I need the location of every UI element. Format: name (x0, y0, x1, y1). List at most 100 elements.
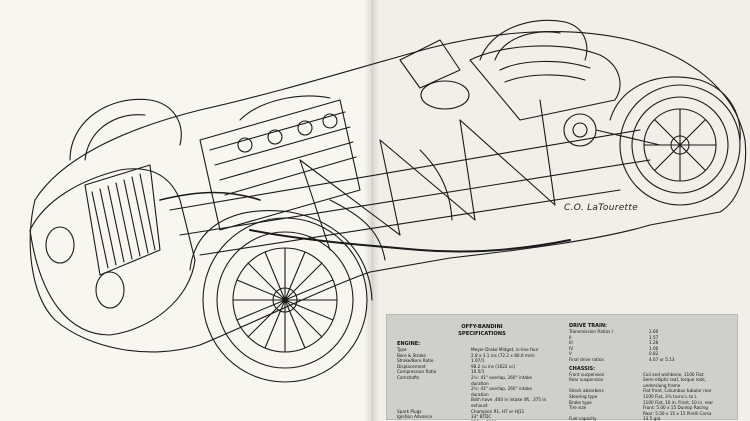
nose-contour (29, 168, 196, 336)
windscreen (399, 39, 461, 89)
spec-row: II 1.57 (569, 335, 733, 341)
spec-value: 13.5 gal. (643, 416, 662, 421)
spec-value: 1100 Fiat, 10 in. Front, 10 in. rear (643, 399, 714, 405)
spec-value: duration (471, 380, 489, 386)
spec-row: Both have .400 in intake lift, .375 in (397, 397, 567, 403)
spec-label: IV (569, 345, 574, 351)
spec-value: 2½: 41° overlap, 260° intake (471, 374, 532, 380)
spec-row: Final drive ratios 4.67 or 5.13 (569, 357, 733, 363)
artist-signature: C.O. LaTourette (564, 203, 639, 213)
spec-label: Compression Ratio (397, 369, 437, 375)
page-gutter (364, 0, 380, 421)
spec-row: duration (397, 392, 567, 398)
front-wheel (202, 217, 368, 383)
spec-label: Shock absorbers (569, 388, 604, 394)
spec-label: Approx. bhp @ rpm (397, 420, 471, 421)
spec-value: Semi-elliptic leaf, torque rods, (643, 377, 707, 383)
spec-value: Fiat front, Columbus tubular rear (643, 388, 712, 394)
spec-value: 2½: 41° overlap, 260° intake (471, 386, 532, 392)
spec-value: 2.60 (649, 329, 659, 334)
spec-label: Bore & Stroke (397, 352, 426, 358)
engine-block (199, 95, 361, 231)
spec-value: Meyer-Drake Midget, in-line four (471, 347, 539, 352)
left-page (0, 0, 372, 421)
spec-label: Displacement (397, 363, 426, 369)
spec-value: 2.8 x 3.1 ins (72.2 x 80.0 mm) (471, 352, 535, 358)
specifications-panel: OFFY-BANDINI SPECIFICATIONS ENGINE: Type… (386, 314, 738, 421)
spec-label: Spark Plugs (397, 408, 422, 414)
spec-value: 98.2 cu ins (1622 cc) (471, 363, 516, 369)
spec-label: Steering type (569, 393, 598, 399)
spec-value: 1.00 (649, 345, 659, 351)
spec-row: Approx. bhp @ rpm115 @ 7000 (397, 420, 567, 421)
cockpit (420, 45, 621, 121)
spec-row: Front suspension Coil and wishbone, 1100 … (569, 372, 733, 378)
spec-value: 0.82 (649, 351, 659, 357)
spec-value: 33° BTDC (471, 414, 492, 420)
spec-value: duration (471, 391, 489, 397)
spec-label: Final drive ratios (569, 356, 604, 362)
spec-label: Brake type (569, 399, 592, 405)
spec-row: Brake type 1100 Fiat, 10 in. Front, 10 in… (569, 400, 733, 406)
spec-row: Bore & Stroke 2.8 x 3.1 ins (72.2 x 80.0 … (397, 353, 567, 359)
rear-fender (609, 76, 741, 141)
far-rear-wheel (479, 19, 588, 61)
far-front-wheel (69, 98, 182, 161)
spec-value: 115 @ 7000 (471, 420, 567, 421)
spec-row: Steering type 1100 Fiat, 2¾ turns L to L (569, 394, 733, 400)
drive-train-heading: DRIVE TRAIN: (569, 323, 608, 329)
spec-value: underslung frame (643, 382, 681, 388)
headlight-right (95, 271, 125, 309)
spec-value: 4.67 or 5.13 (649, 356, 675, 362)
spec-row: underslung frame (569, 383, 733, 389)
spec-label: Tire size (569, 405, 587, 411)
spec-row: Fuel capacity 13.5 gal. (569, 416, 733, 421)
spec-label: Camshafts (397, 374, 420, 380)
spec-label: II (569, 334, 572, 340)
spec-title-line2: SPECIFICATIONS (458, 331, 506, 337)
spec-label: Front suspension (569, 371, 605, 377)
spec-row: Transmission Ratios I 2.60 (569, 329, 733, 335)
spec-title-line1: OFFY-BANDINI (461, 324, 503, 330)
engine-heading: ENGINE: (397, 341, 421, 347)
chassis-heading: CHASSIS: (569, 365, 596, 372)
spec-row: IV 1.00 (569, 346, 733, 352)
spec-value: 10.5/1 (471, 369, 485, 375)
spec-label: III (569, 340, 573, 346)
spec-row: Compression Ratio 10.5/1 (397, 369, 567, 375)
spec-value: Rear: 5.50 x 15 x 15 Pirelli Corsa (643, 410, 712, 416)
spec-row: exhaust (397, 403, 567, 409)
spec-row: 2½: 41° overlap, 260° intake (397, 386, 567, 392)
spec-row: V 0.82 (569, 351, 733, 357)
spec-value: Champion R1, H7 or HJ11 (471, 408, 525, 414)
front-fender (189, 210, 373, 301)
spec-row: Rear: 5.50 x 15 x 15 Pirelli Corsa (569, 411, 733, 417)
spec-row: Tire size Front: 5.00 x 15 Dunlop Racing (569, 405, 733, 411)
spec-value: 1100 Fiat, 2¾ turns L to L (643, 393, 697, 399)
spec-label: Transmission Ratios I (569, 329, 613, 334)
spec-left-column: OFFY-BANDINI SPECIFICATIONS ENGINE: Type… (397, 315, 567, 421)
body-outline (29, 31, 747, 353)
spec-value: Coil and wishbone, 1100 Fiat (643, 371, 704, 377)
spec-row: III 1.26 (569, 340, 733, 346)
headlight-left (45, 226, 75, 264)
spec-label: V (569, 351, 572, 357)
radiator-grille (84, 164, 161, 276)
spec-value: Front: 5.00 x 15 Dunlop Racing (643, 405, 708, 411)
spec-label: Rear suspension (569, 377, 604, 383)
spec-label: Fuel capacity (569, 416, 597, 421)
spec-value: exhaust (471, 402, 488, 408)
spec-value: 1.57 (649, 334, 659, 340)
spec-label: Stroke/Bore Ratio (397, 358, 434, 364)
spec-row: Displacement 98.2 cu ins (1622 cc) (397, 364, 567, 370)
spec-value: 1.26 (649, 340, 659, 346)
spec-row: Camshafts 2½: 41° overlap, 260° intake (397, 375, 567, 381)
chassis-rows: Front suspension Coil and wishbone, 1100 … (569, 372, 733, 421)
rear-wheel (619, 84, 741, 206)
